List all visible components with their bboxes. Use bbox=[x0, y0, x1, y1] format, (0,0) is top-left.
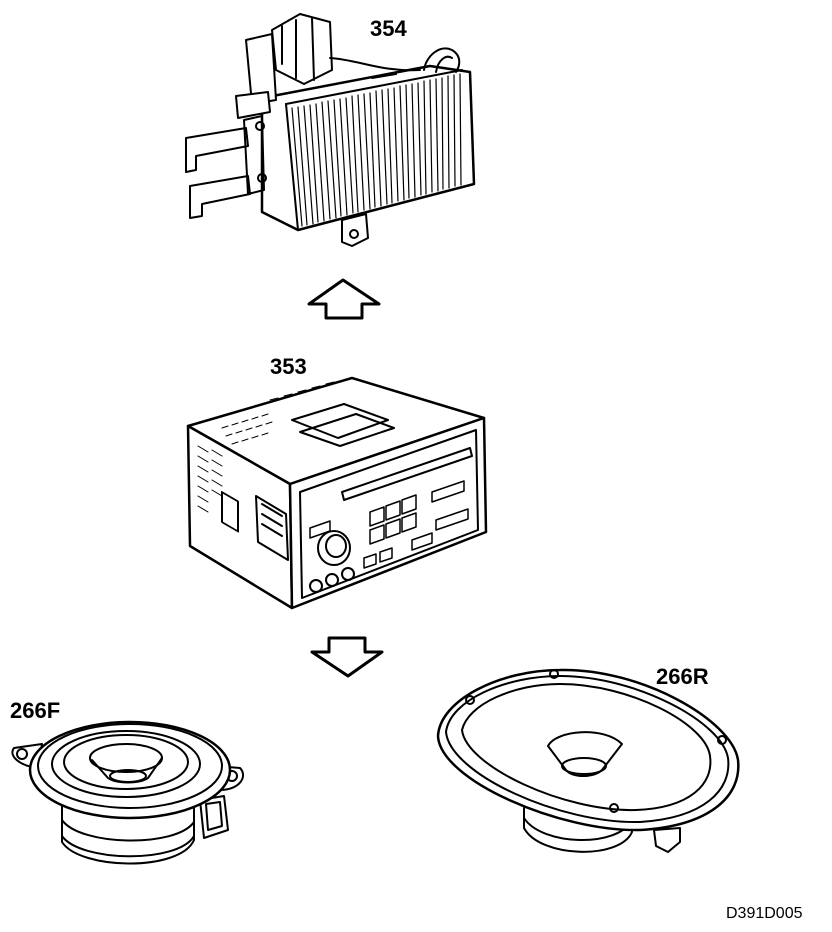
amplifier-354 bbox=[185, 13, 476, 247]
front-speaker-label: 266F bbox=[10, 698, 61, 723]
rear-speaker-266r bbox=[436, 668, 740, 853]
rear-speaker-label: 266R bbox=[656, 664, 709, 689]
radio-unit-label: 353 bbox=[270, 354, 307, 379]
volume-knob bbox=[317, 530, 351, 566]
drawing-reference: D391D005 bbox=[726, 905, 803, 922]
front-speaker-266f bbox=[11, 720, 245, 865]
arrow-up-icon bbox=[307, 278, 381, 320]
amplifier-label: 354 bbox=[370, 16, 407, 41]
radio-unit-353 bbox=[186, 376, 488, 610]
arrow-down-icon bbox=[310, 636, 384, 678]
